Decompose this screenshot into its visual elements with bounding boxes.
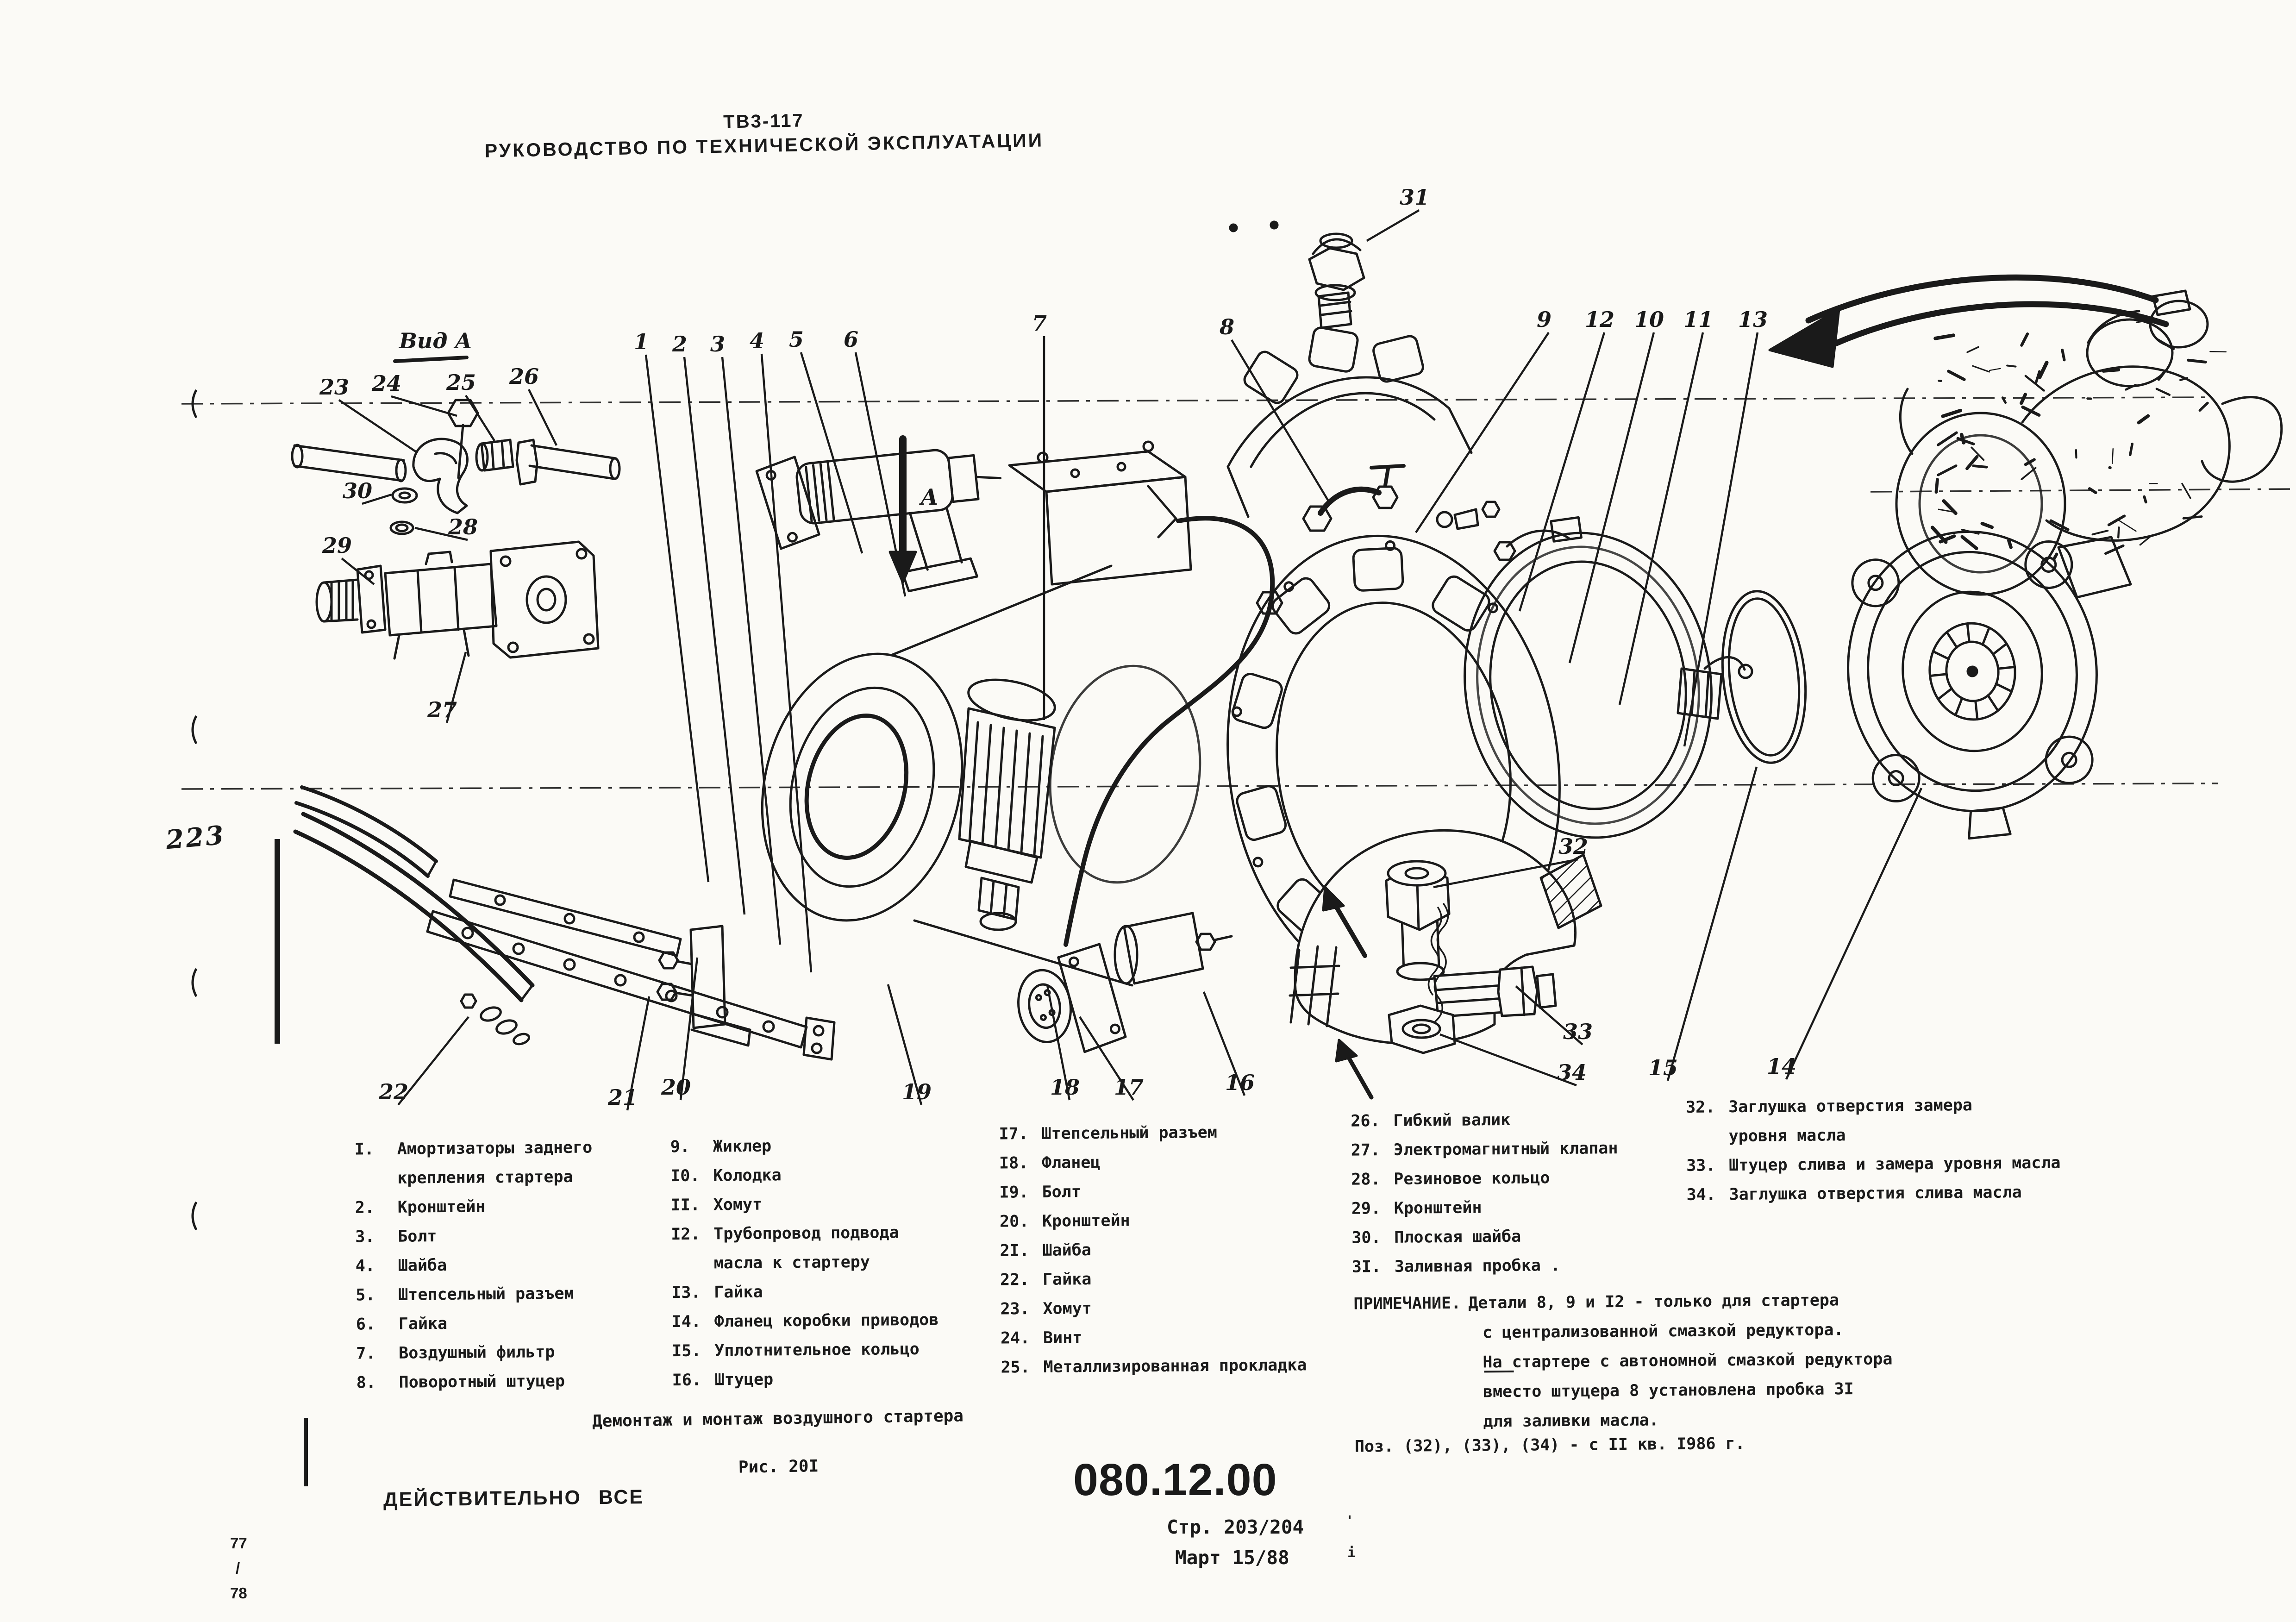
parts-list-item: 28.Резиновое кольцо bbox=[1351, 1162, 1712, 1194]
parts-list-item: I3.Гайка bbox=[671, 1276, 1000, 1308]
note-line: вместо штуцера 8 установлена пробка 3I bbox=[1354, 1373, 2049, 1408]
part-number: 6. bbox=[356, 1310, 398, 1340]
part-number: II. bbox=[670, 1190, 713, 1220]
parts-list-item: 33.Штуцер слива и замера уровня масла bbox=[1686, 1148, 2131, 1181]
parts-list-item: 3.Болт bbox=[355, 1220, 675, 1252]
revision-date: Март 15/88 bbox=[1175, 1547, 1289, 1569]
part-number: 8. bbox=[356, 1368, 399, 1398]
part-number: 25. bbox=[1001, 1353, 1043, 1383]
parts-list-item: I0.Колодка bbox=[670, 1159, 999, 1191]
parts-list-item: 24.Винт bbox=[1001, 1321, 1357, 1353]
figure-caption: Демонтаж и монтаж воздушного стартера Ри… bbox=[551, 1391, 1006, 1495]
part-number: I5. bbox=[672, 1336, 714, 1366]
page-reference: Стр. 203/204 bbox=[1167, 1516, 1304, 1538]
part-number: 5. bbox=[356, 1281, 398, 1310]
part-number: I0. bbox=[670, 1161, 713, 1191]
note-line: Детали 8, 9 и I2 - только для стартера bbox=[1468, 1291, 1839, 1312]
parts-list-item: 25.Металлизированная прокладка bbox=[1001, 1350, 1357, 1382]
parts-list-item: 30.Плоская шайба bbox=[1351, 1221, 1713, 1253]
part-number: 23. bbox=[1000, 1295, 1043, 1324]
effectivity-stamp: ДЕЙСТВИТЕЛЬНО ВСЕ bbox=[383, 1486, 644, 1511]
note-line: На стартере с автономной смазкой редукто… bbox=[1354, 1343, 2048, 1378]
part-number: 26. bbox=[1351, 1107, 1393, 1136]
parts-list-item: 27.Электромагнитный клапан bbox=[1351, 1133, 1712, 1165]
figure-title: Демонтаж и монтаж воздушного стартера bbox=[551, 1391, 1005, 1447]
parts-list-item: I9.Болт bbox=[999, 1176, 1356, 1208]
part-number: 33. bbox=[1686, 1151, 1729, 1181]
parts-list-item: 34.Заглушка отверстия слива масла bbox=[1686, 1177, 2131, 1210]
part-number: 28. bbox=[1351, 1165, 1394, 1195]
note-label: ПРИМЕЧАНИЕ. bbox=[1353, 1294, 1461, 1314]
part-number: 27. bbox=[1351, 1136, 1394, 1165]
parts-list-item: 3I.Заливная пробка . bbox=[1352, 1250, 1713, 1282]
part-number: 3. bbox=[355, 1222, 398, 1252]
margin-slash: / bbox=[230, 1556, 247, 1581]
margin-page-numbers: 77 / 78 bbox=[230, 1531, 247, 1606]
part-number: I9. bbox=[999, 1178, 1042, 1208]
doc-code: 080.12.00 bbox=[1073, 1454, 1277, 1506]
parts-list-item: 7.Воздушный фильтр bbox=[356, 1337, 676, 1368]
part-number: 9. bbox=[670, 1132, 713, 1162]
parts-list-item: 23.Хомут bbox=[1000, 1292, 1357, 1324]
parts-list-item: 8.Поворотный штуцер bbox=[356, 1366, 676, 1397]
handwritten-page-number: 223 bbox=[164, 820, 226, 856]
parts-list-item: 29.Кронштейн bbox=[1351, 1191, 1713, 1223]
underline-mark bbox=[1484, 1371, 1514, 1373]
part-number: I4. bbox=[671, 1307, 714, 1337]
parts-list-item: 20.Кронштейн bbox=[1000, 1204, 1356, 1236]
parts-list-item: 22.Гайка bbox=[1000, 1263, 1357, 1295]
part-number: 24. bbox=[1001, 1324, 1043, 1353]
positions-note: Поз. (32), (33), (34) - с II кв. I986 г. bbox=[1355, 1434, 1745, 1456]
margin-page-bottom: 78 bbox=[230, 1581, 247, 1606]
parts-list-item: 9.Жиклер bbox=[670, 1130, 999, 1162]
part-number: I8. bbox=[999, 1149, 1042, 1178]
part-number: I. bbox=[355, 1135, 397, 1165]
note-block: ПРИМЕЧАНИЕ. Детали 8, 9 и I2 - только для… bbox=[1353, 1284, 2049, 1438]
part-number: 3I. bbox=[1352, 1253, 1395, 1282]
part-number: 20. bbox=[1000, 1207, 1042, 1237]
part-number: I2. bbox=[671, 1220, 713, 1249]
scan-artifact: i bbox=[1347, 1545, 1356, 1561]
part-number: 30. bbox=[1351, 1223, 1394, 1253]
parts-list-item: I6.Штуцер bbox=[672, 1364, 1001, 1396]
parts-list-item: 4.Шайба bbox=[355, 1249, 675, 1281]
parts-list-item: 26.Гибкий валик bbox=[1351, 1104, 1712, 1136]
parts-list-item: I8.Фланец bbox=[999, 1146, 1356, 1178]
part-number: I6. bbox=[672, 1365, 714, 1395]
part-number: 7. bbox=[356, 1339, 399, 1369]
parts-list-item: 6.Гайка bbox=[356, 1308, 675, 1339]
part-number: 4. bbox=[355, 1252, 398, 1281]
scan-artifact: ' bbox=[1345, 1513, 1354, 1529]
parts-list-item: I5.Уплотнительное кольцо bbox=[672, 1334, 1001, 1366]
part-number: 22. bbox=[1000, 1265, 1043, 1295]
parts-list-item: II.Хомут bbox=[670, 1189, 999, 1221]
margin-page-top: 77 bbox=[230, 1531, 247, 1556]
part-number: 2. bbox=[355, 1193, 398, 1223]
parts-list-item: 2.Кронштейн bbox=[355, 1191, 675, 1222]
note-line: для заливки масла. bbox=[1354, 1403, 2049, 1438]
part-number: 29. bbox=[1351, 1194, 1394, 1224]
part-number: 32. bbox=[1686, 1093, 1728, 1122]
parts-list-item: I7.Штепсельный разъем bbox=[999, 1117, 1355, 1149]
note-line: с централизованной смазкой редуктора. bbox=[1354, 1314, 2048, 1349]
part-number: 2I. bbox=[1000, 1236, 1042, 1266]
part-number: I7. bbox=[999, 1120, 1041, 1149]
parts-list-item: 5.Штепсельный разъем bbox=[356, 1278, 675, 1310]
parts-list-item: I4.Фланец коробки приводов bbox=[671, 1305, 1000, 1337]
parts-list-item: 2I.Шайба bbox=[1000, 1234, 1356, 1265]
part-number: I3. bbox=[671, 1278, 714, 1308]
part-number: 34. bbox=[1686, 1180, 1729, 1210]
